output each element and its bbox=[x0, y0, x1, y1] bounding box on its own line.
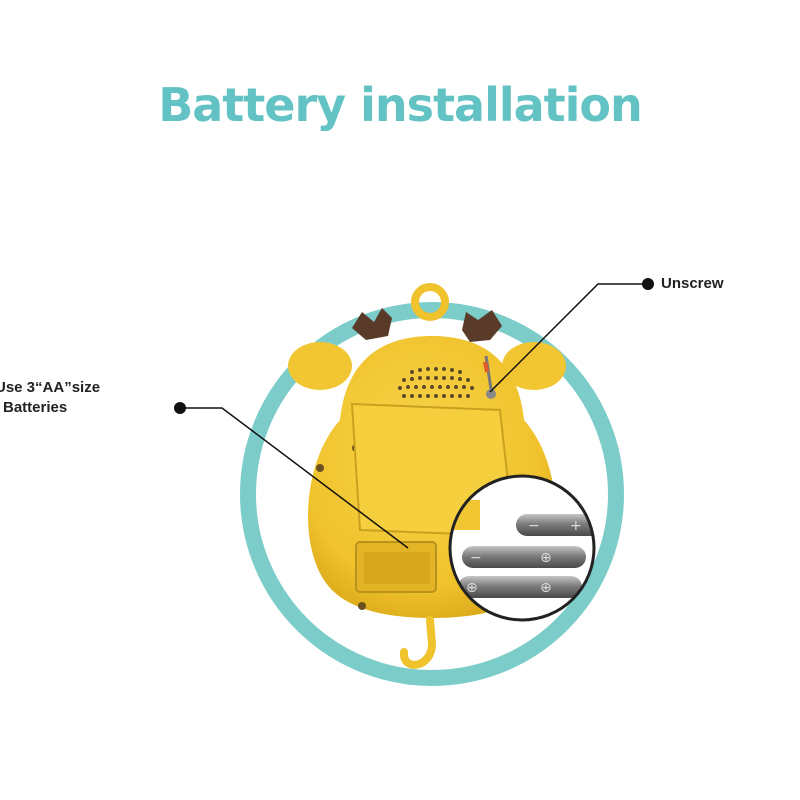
left-ear bbox=[288, 342, 352, 390]
svg-text:⊕: ⊕ bbox=[466, 580, 478, 596]
page-title: Battery installation bbox=[158, 78, 643, 132]
teal-ring bbox=[240, 302, 624, 686]
bottom-hook bbox=[400, 616, 437, 669]
svg-text:⊕: ⊕ bbox=[540, 550, 552, 566]
unscrew-label: Unscrew bbox=[661, 275, 724, 292]
batteries-bullet bbox=[174, 402, 186, 414]
right-ear bbox=[502, 342, 566, 390]
batteries-label-line2: Batteries bbox=[3, 399, 68, 416]
batteries-leader-line bbox=[180, 407, 409, 549]
top-hanging-loop bbox=[411, 283, 449, 321]
svg-text:+: + bbox=[570, 518, 582, 534]
screw-hole bbox=[316, 464, 324, 472]
unscrew-bullet bbox=[642, 278, 654, 290]
battery-icon: ⊕ ⊕ bbox=[458, 576, 582, 598]
svg-text:⊕: ⊕ bbox=[540, 580, 552, 596]
battery-icon: − + bbox=[516, 514, 594, 536]
screwdriver-icon bbox=[483, 355, 496, 399]
unscrew-leader-line bbox=[489, 283, 648, 393]
battery-icon: − ⊕ bbox=[462, 546, 586, 568]
battery-zoom-inset: − + − ⊕ ⊕ ⊕ bbox=[448, 474, 596, 622]
screw-hole bbox=[358, 602, 366, 610]
left-antler bbox=[352, 308, 392, 340]
svg-text:−: − bbox=[470, 550, 482, 566]
speaker-grille bbox=[398, 367, 474, 398]
batteries-label-line1: Use 3“AA”size bbox=[0, 379, 101, 396]
svg-text:−: − bbox=[528, 518, 540, 534]
right-antler bbox=[462, 310, 502, 342]
batteries-label: Use 3“AA”size Batteries bbox=[0, 378, 210, 418]
